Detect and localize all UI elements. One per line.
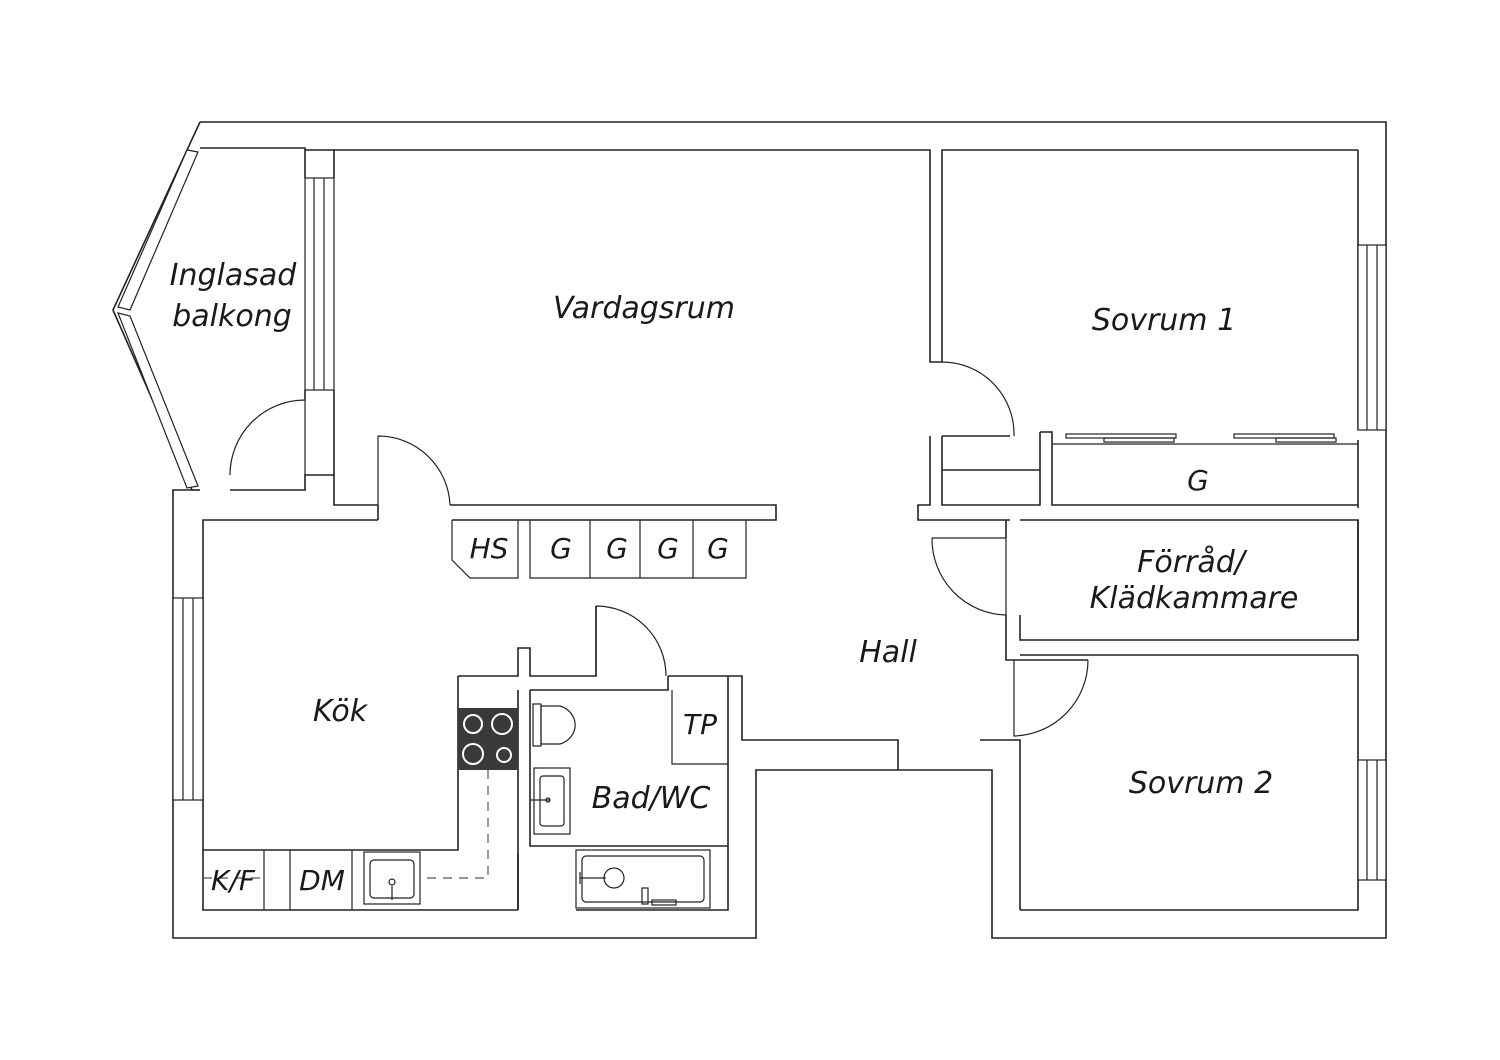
label-wardrobe-2: G [606, 532, 628, 565]
outer-walls [112, 121, 1387, 939]
room-labels: Inglasad balkong Vardagsrum Sovrum 1 Sov… [170, 258, 1299, 816]
label-wardrobe-3: G [657, 532, 679, 565]
windows [172, 177, 1387, 881]
label-balcony-line1: Inglasad [170, 258, 298, 293]
door-balcony [229, 399, 306, 476]
doors [229, 361, 1089, 737]
label-hall: Hall [859, 635, 917, 670]
window-living [304, 177, 335, 391]
label-bedroom2: Sovrum 2 [1129, 766, 1273, 801]
label-bedroom1: Sovrum 1 [1092, 303, 1236, 338]
label-wardrobe-1: G [550, 532, 572, 565]
window-bedroom1 [1357, 244, 1387, 431]
label-bathroom: Bad/WC [592, 781, 711, 816]
label-hs: HS [470, 532, 509, 565]
bathtub-icon [575, 849, 711, 909]
door-kitchen [377, 435, 451, 506]
label-balcony-line2: balkong [172, 299, 292, 334]
toilet-icon [532, 703, 576, 747]
label-kitchen: Kök [313, 694, 369, 729]
label-tp: TP [683, 708, 717, 741]
window-bedroom2 [1357, 759, 1387, 881]
label-living-room: Vardagsrum [553, 291, 735, 326]
basin-icon [530, 767, 571, 835]
fixture-labels: HS G G G G G TP K/F DM [211, 464, 1209, 897]
door-bedroom2 [1013, 659, 1089, 737]
label-wardrobe-bedroom1: G [1187, 464, 1209, 497]
label-dm: DM [299, 864, 345, 897]
label-kf: K/F [211, 864, 256, 897]
kitchen-sink-icon [363, 851, 421, 905]
window-kitchen [172, 597, 204, 801]
label-storage-line1: Förråd/ [1137, 545, 1248, 580]
fixtures [203, 703, 711, 909]
label-wardrobe-4: G [707, 532, 729, 565]
door-storage [931, 537, 1007, 616]
door-bathroom [595, 605, 667, 677]
door-bedroom1 [941, 361, 1015, 437]
label-storage-line2: Klädkammare [1090, 581, 1299, 616]
